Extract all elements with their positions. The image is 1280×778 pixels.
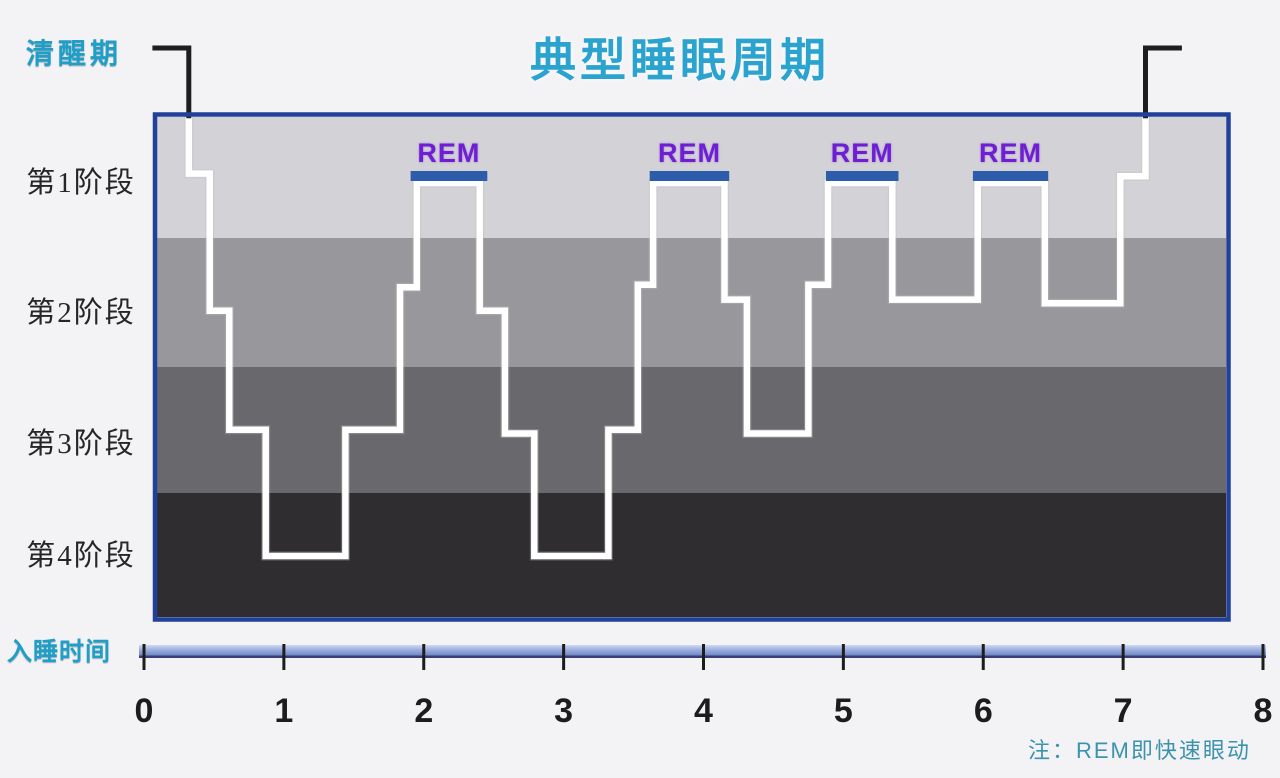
axis-number-7: 7 bbox=[1113, 692, 1133, 730]
stage-band-3 bbox=[157, 367, 1226, 493]
sleep-onset-label: 入睡时间 bbox=[7, 638, 112, 666]
axis-number-1: 1 bbox=[274, 692, 294, 730]
rem-bar-4 bbox=[972, 171, 1049, 181]
awake-line-right bbox=[1143, 45, 1182, 119]
axis-number-5: 5 bbox=[833, 692, 853, 730]
chart-title: 典型睡眠周期 bbox=[530, 34, 830, 86]
axis-number-8: 8 bbox=[1253, 692, 1273, 730]
rem-label-4: REM bbox=[979, 138, 1042, 168]
axis-number-2: 2 bbox=[414, 692, 434, 730]
rem-bar-2 bbox=[649, 171, 730, 181]
sleep-depth-line bbox=[185, 115, 1149, 560]
rem-footnote: 注：REM即快速眼动 bbox=[1028, 738, 1251, 763]
rem-label-3: REM bbox=[830, 138, 894, 168]
rem-bar-3 bbox=[826, 171, 899, 181]
axis-number-4: 4 bbox=[694, 692, 713, 730]
axis-number-3: 3 bbox=[554, 692, 574, 730]
axis-number-0: 0 bbox=[134, 692, 154, 730]
awake-line-left bbox=[152, 45, 192, 119]
stage-1-label: 第1阶段 bbox=[26, 167, 136, 199]
stage-4-label: 第4阶段 bbox=[26, 540, 136, 572]
stage-2-label: 第2阶段 bbox=[26, 297, 136, 329]
chart-frame bbox=[152, 112, 1231, 622]
stage-3-label: 第3阶段 bbox=[26, 428, 136, 460]
axis-number-6: 6 bbox=[973, 692, 993, 730]
rem-label-2: REM bbox=[658, 138, 721, 168]
rem-bar-1 bbox=[410, 171, 488, 181]
awake-period-label: 清醒期 bbox=[26, 38, 123, 69]
rem-label-1: REM bbox=[417, 138, 481, 168]
